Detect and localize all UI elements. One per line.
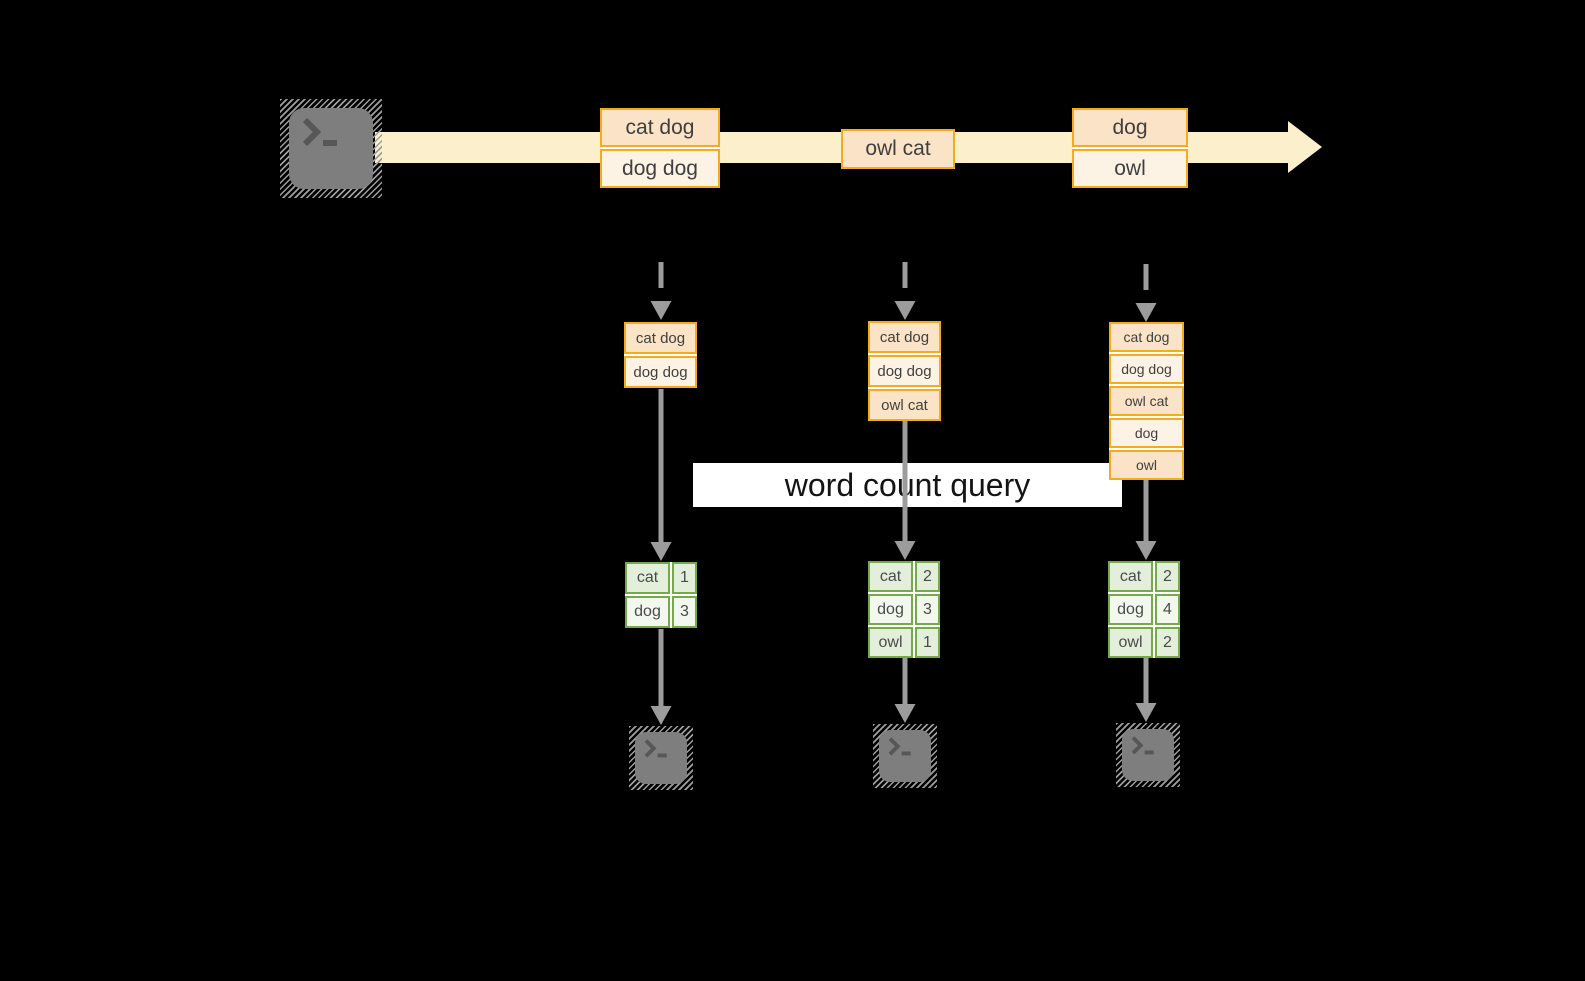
count-value: 1 [672, 562, 697, 594]
input-buffer-1: cat dog dog dog [624, 322, 697, 388]
count-word: dog [625, 596, 670, 628]
input-buffer-2: cat dog dog dog owl cat [868, 321, 941, 421]
count-word: cat [1108, 561, 1153, 592]
stream-event-row: dog dog [600, 149, 720, 188]
buffer-row: cat dog [1109, 322, 1184, 352]
terminal-screen [1122, 729, 1174, 781]
stream-event-row: cat dog [600, 108, 720, 147]
terminal-prompt-icon [886, 736, 916, 758]
stream-event-row: owl [1072, 149, 1188, 188]
count-word: owl [868, 627, 913, 658]
terminal-screen [289, 108, 373, 189]
stream-event-batch-1: cat dog dog dog [600, 108, 720, 188]
count-value: 1 [915, 627, 940, 658]
buffer-row: owl cat [1109, 386, 1184, 416]
stream-event-batch-2: owl cat [841, 129, 955, 169]
source-terminal-icon [280, 99, 382, 198]
buffer-row: dog dog [868, 355, 941, 387]
buffer-row: dog dog [624, 356, 697, 388]
query-arrowhead-icon [1135, 541, 1157, 560]
count-word: cat [625, 562, 670, 594]
buffer-row: dog dog [1109, 354, 1184, 384]
count-value: 2 [1155, 561, 1180, 592]
count-value: 4 [1155, 594, 1180, 625]
microbatch-arrowhead-icon [650, 301, 672, 320]
microbatch-arrowhead-icon [894, 301, 916, 320]
buffer-row: owl [1109, 450, 1184, 480]
count-value: 3 [915, 594, 940, 625]
microbatch-arrowhead-icon [1135, 303, 1157, 322]
count-table-2: cat 2 dog 3 owl 1 [868, 561, 940, 658]
sink-terminal-icon [873, 724, 937, 788]
query-arrowhead-icon [894, 541, 916, 560]
sink-terminal-icon [1116, 723, 1180, 787]
buffer-row: cat dog [868, 321, 941, 353]
terminal-screen [879, 730, 931, 782]
count-word: owl [1108, 627, 1153, 658]
count-word: dog [1108, 594, 1153, 625]
stream-arrowhead-icon [1288, 121, 1322, 173]
buffer-row: owl cat [868, 389, 941, 421]
buffer-row: dog [1109, 418, 1184, 448]
stream-event-batch-3: dog owl [1072, 108, 1188, 188]
count-word: dog [868, 594, 913, 625]
query-arrowhead-icon [650, 542, 672, 561]
terminal-screen [635, 732, 687, 784]
input-buffer-3: cat dog dog dog owl cat dog owl [1109, 322, 1184, 480]
output-arrowhead-icon [650, 706, 672, 725]
count-table-3: cat 2 dog 4 owl 2 [1108, 561, 1180, 658]
terminal-prompt-icon [299, 116, 345, 150]
output-arrowhead-icon [1135, 703, 1157, 722]
count-value: 2 [1155, 627, 1180, 658]
count-table-1: cat 1 dog 3 [625, 562, 697, 628]
terminal-prompt-icon [1129, 735, 1159, 757]
buffer-row: cat dog [624, 322, 697, 354]
terminal-prompt-icon [642, 738, 672, 760]
count-word: cat [868, 561, 913, 592]
count-value: 3 [672, 596, 697, 628]
stream-event-row: dog [1072, 108, 1188, 147]
stream-event-row: owl cat [841, 129, 955, 169]
sink-terminal-icon [629, 726, 693, 790]
count-value: 2 [915, 561, 940, 592]
output-arrowhead-icon [894, 704, 916, 723]
